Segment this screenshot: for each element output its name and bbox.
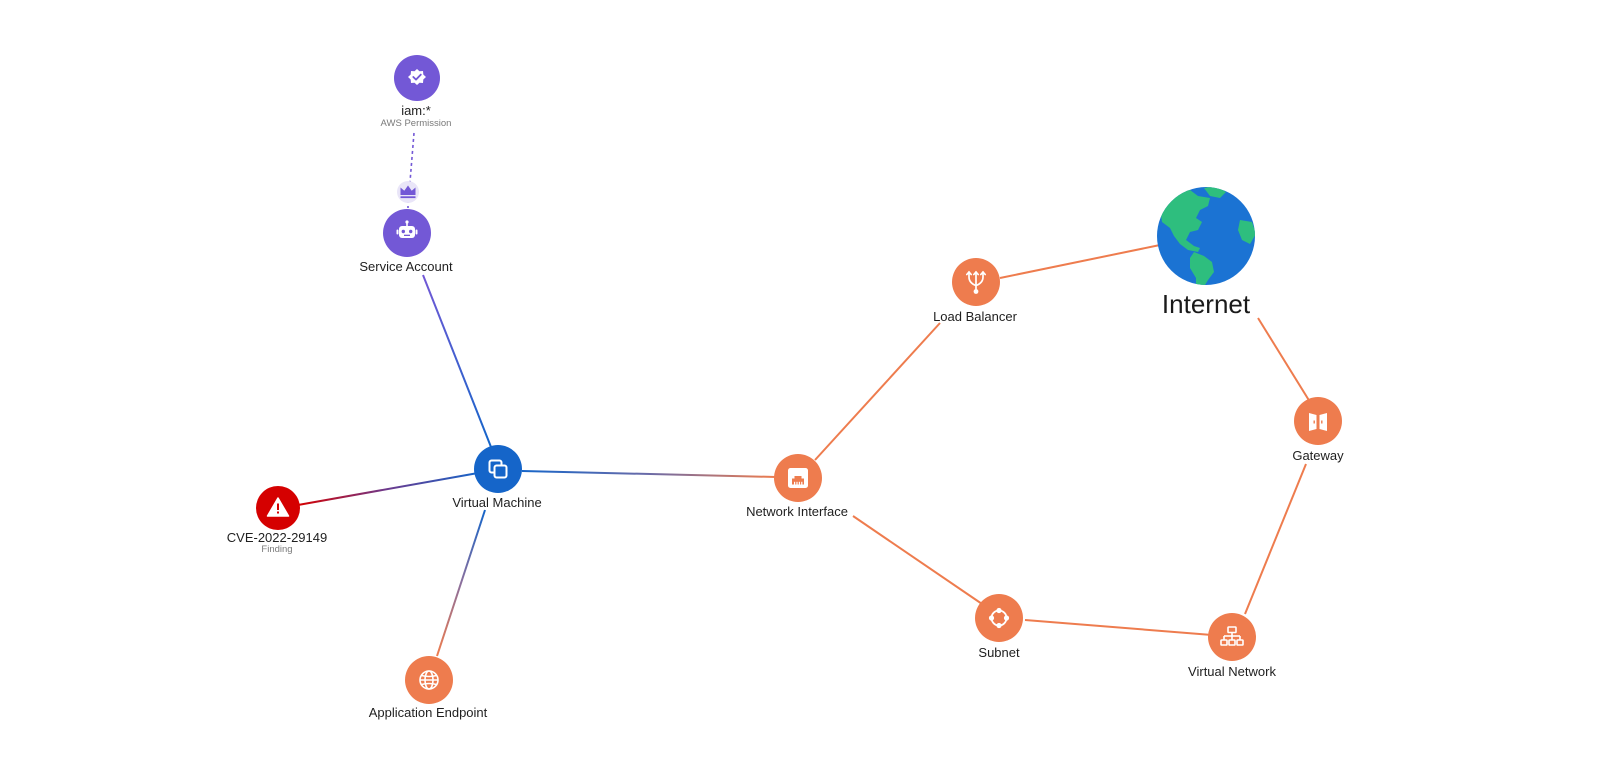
virtual-machine-label: Virtual Machine (452, 495, 542, 510)
edge-subnet-network-interface (852, 515, 986, 607)
edge-virtual-network-subnet (1024, 619, 1213, 636)
node-service-account[interactable] (383, 209, 431, 257)
service-account-label: Service Account (359, 259, 453, 274)
node-virtual-machine[interactable] (474, 445, 522, 493)
cve-sublabel: Finding (261, 544, 293, 555)
edge-iam-privilege (409, 132, 415, 183)
fork-icon (965, 270, 987, 294)
edge-virtual-machine-network-interface (521, 470, 777, 478)
iam-sublabel: AWS Permission (380, 118, 452, 129)
edge-internet-gateway (1257, 317, 1311, 403)
virtual-network-label: Virtual Network (1188, 664, 1276, 679)
node-network-interface[interactable] (774, 454, 822, 502)
globe-grid-icon (419, 670, 439, 690)
subnet-label: Subnet (978, 645, 1020, 660)
edge-virtual-machine-app-endpoint (436, 509, 486, 657)
verified-badge-icon (408, 69, 426, 85)
earth-globe-icon (1157, 187, 1255, 285)
gate-icon (1309, 413, 1327, 431)
node-virtual-network[interactable] (1208, 613, 1256, 661)
edge-gateway-virtual-network (1244, 463, 1307, 615)
node-internet[interactable] (1157, 186, 1256, 290)
node-subnet[interactable] (975, 594, 1023, 642)
copy-windows-icon (488, 459, 508, 479)
network-interface-label: Network Interface (746, 504, 848, 519)
internet-label: Internet (1161, 289, 1251, 319)
gateway-label: Gateway (1292, 448, 1344, 463)
edge-virtual-machine-cve (297, 472, 479, 506)
application-endpoint-label: Application Endpoint (368, 705, 488, 720)
node-application-endpoint[interactable] (405, 656, 453, 704)
node-load-balancer[interactable] (952, 258, 1000, 306)
node-cve[interactable] (256, 486, 300, 530)
ethernet-port-icon (788, 468, 808, 488)
warning-icon (266, 497, 290, 517)
node-iam[interactable] (394, 55, 440, 101)
cve-label: CVE-2022-29149 (226, 530, 328, 545)
edge-network-interface-load-balancer (814, 322, 941, 461)
edge-load-balancer-internet (999, 244, 1161, 279)
robot-icon (396, 220, 418, 238)
network-tree-icon (1220, 626, 1244, 646)
edge-service-account-virtual-machine (422, 274, 492, 448)
subnet-ring-icon (988, 607, 1010, 629)
load-balancer-label: Load Balancer (933, 309, 1017, 324)
crown-icon (400, 185, 416, 199)
privilege-marker[interactable] (397, 181, 419, 203)
node-gateway[interactable] (1294, 397, 1342, 445)
iam-label: iam:* (401, 103, 431, 118)
